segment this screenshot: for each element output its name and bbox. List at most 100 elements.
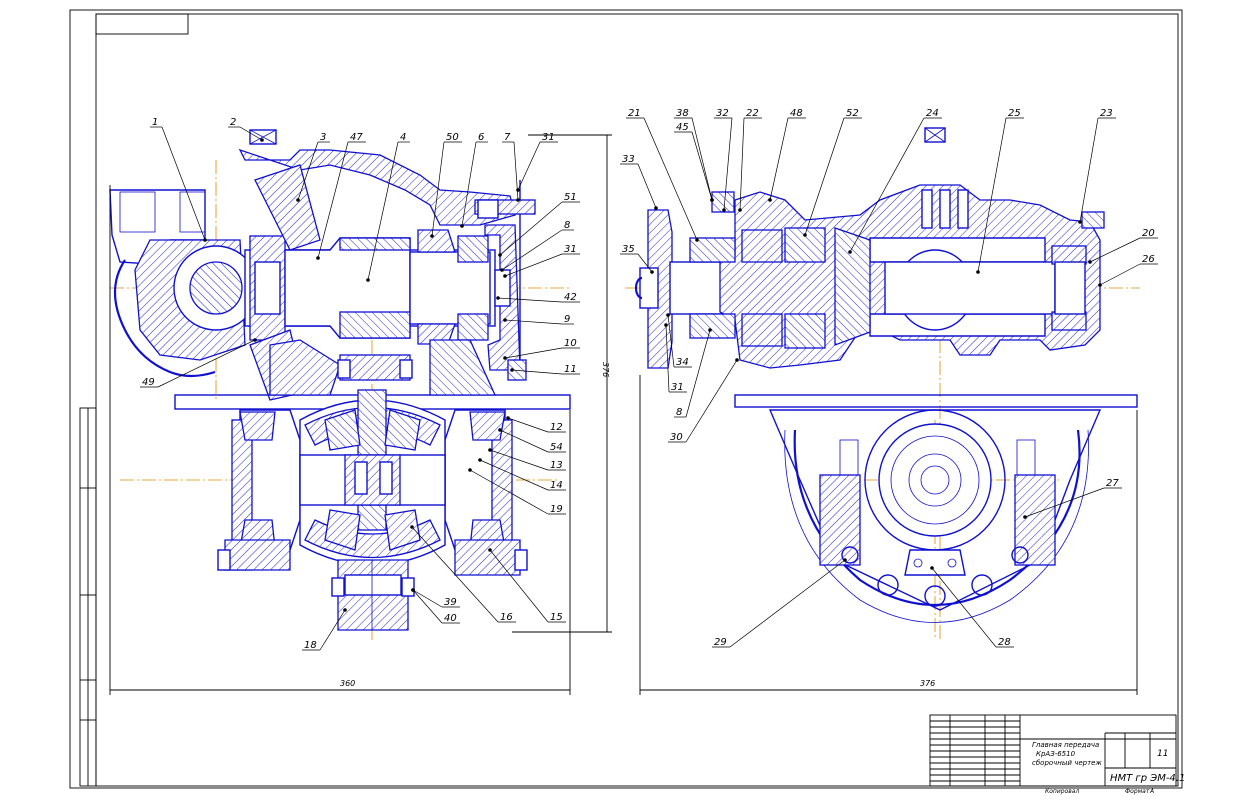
callout-left-47-dot — [316, 256, 320, 260]
callout-left-13: 13 — [550, 460, 563, 471]
callout-right-30: 30 — [670, 432, 683, 443]
callout-left-9-leader — [504, 319, 563, 325]
callout-right-35: 35 — [622, 244, 635, 255]
callout-left-10-dot — [503, 356, 507, 360]
copy-label: Копировал — [1045, 788, 1079, 795]
callout-right-28: 28 — [998, 637, 1011, 648]
callout-left-2: 2 — [230, 117, 236, 128]
callout-right-27-leader — [1024, 487, 1105, 518]
callout-right-22-dot — [738, 208, 742, 212]
format-value: А — [1149, 788, 1154, 795]
callout-right-52: 52 — [846, 108, 859, 119]
callout-left-16: 16 — [500, 612, 513, 623]
callout-left-40: 40 — [444, 613, 457, 624]
callout-right-8: 8 — [676, 407, 682, 418]
callout-left-50-dot — [430, 234, 434, 238]
callout-left-50: 50 — [446, 132, 459, 143]
callout-right-26-dot — [1098, 283, 1102, 287]
callout-right-21-dot — [695, 238, 699, 242]
callout-right-52-dot — [803, 233, 807, 237]
callout-right-24-dot — [848, 250, 852, 254]
callout-left-6-leader — [461, 141, 477, 227]
callout-right-20-leader — [1089, 237, 1141, 263]
right-dimensions: 376 — [639, 375, 1138, 695]
callout-left-12-leader — [507, 417, 549, 433]
callout-left-8-dot — [500, 268, 504, 272]
callout-right-34: 34 — [676, 357, 689, 368]
title-line-2: КрАЗ-6510 — [1036, 750, 1076, 758]
callout-left-8-leader — [501, 229, 563, 271]
callout-right-21-leader — [643, 117, 698, 241]
callout-right-22: 22 — [746, 108, 759, 119]
callout-left-3-dot — [296, 198, 300, 202]
callout-left-11: 11 — [564, 364, 577, 375]
callout-right-48-leader — [769, 117, 789, 201]
callout-left-4-dot — [366, 278, 370, 282]
callout-right-48: 48 — [790, 108, 803, 119]
callout-left-47-leader — [317, 141, 349, 259]
callout-left-31-dot — [516, 188, 520, 192]
callout-right-35-dot — [650, 270, 654, 274]
callout-left-42: 42 — [564, 292, 577, 303]
left-dimensions: 360 376 — [109, 134, 612, 695]
callout-left-49-leader — [157, 339, 256, 388]
callout-left-40-dot — [411, 588, 415, 592]
dim-left-width: 360 — [340, 679, 355, 688]
callout-right-31-leader — [665, 324, 670, 393]
callout-right-23: 23 — [1100, 108, 1113, 119]
callout-right-45-leader — [691, 131, 713, 201]
callout-right-26-leader — [1099, 263, 1141, 286]
callout-right-33: 33 — [622, 154, 635, 165]
callout-right-8-dot — [708, 328, 712, 332]
callout-right-29: 29 — [714, 637, 727, 648]
callout-right-30-dot — [735, 358, 739, 362]
callout-right-29-dot — [843, 558, 847, 562]
title-line-3: сборочный чертеж — [1032, 759, 1102, 767]
callout-left-31-leader — [504, 253, 563, 277]
sheets-total: 11 — [1157, 749, 1168, 759]
callout-left-2-leader — [239, 126, 263, 141]
callout-left-14: 14 — [550, 480, 563, 491]
callout-right-27: 27 — [1106, 478, 1119, 489]
callout-right-26: 26 — [1142, 254, 1155, 265]
format-label: Формат — [1125, 788, 1150, 795]
callout-left-42-dot — [496, 296, 500, 300]
callout-left-18-leader — [319, 609, 346, 651]
title-line-1: Главная передача — [1032, 741, 1099, 749]
callout-left-18-dot — [343, 608, 347, 612]
callout-left-10-leader — [504, 347, 563, 359]
callout-right-35-leader — [637, 253, 653, 273]
callout-left-9: 9 — [564, 314, 570, 325]
callout-left-7-dot — [516, 198, 520, 202]
callout-left-54-leader — [499, 429, 549, 453]
callout-left-11-dot — [510, 368, 514, 372]
callout-left-4-leader — [367, 141, 399, 281]
callout-left-51: 51 — [564, 192, 577, 203]
callout-left-40-leader — [412, 589, 443, 624]
callout-left-31-leader — [517, 141, 541, 191]
callout-left-8: 8 — [564, 220, 570, 231]
callout-right-33-leader — [637, 163, 657, 209]
callout-left-15-leader — [489, 549, 549, 623]
callout-left-13-dot — [488, 448, 492, 452]
callout-left-1-dot — [203, 238, 207, 242]
callout-left-1: 1 — [152, 117, 158, 128]
callout-right-32-leader — [723, 117, 733, 211]
left-section-view — [109, 129, 571, 640]
callout-left-3-leader — [297, 141, 319, 201]
callout-right-52-leader — [804, 117, 845, 236]
callout-left-14-leader — [479, 459, 549, 491]
right-side-view — [625, 127, 1140, 640]
callout-left-31: 31 — [542, 132, 555, 143]
callout-left-10: 10 — [564, 338, 577, 349]
callout-right-45-dot — [710, 198, 714, 202]
callout-left-19-dot — [468, 468, 472, 472]
callout-left-3: 3 — [320, 132, 326, 143]
callout-right-30-leader — [685, 359, 738, 443]
callout-right-24: 24 — [926, 108, 939, 119]
designation: НМТ гр ЭМ-4.1 — [1110, 773, 1185, 784]
callout-left-31: 31 — [564, 244, 577, 255]
callout-left-7: 7 — [504, 132, 511, 143]
